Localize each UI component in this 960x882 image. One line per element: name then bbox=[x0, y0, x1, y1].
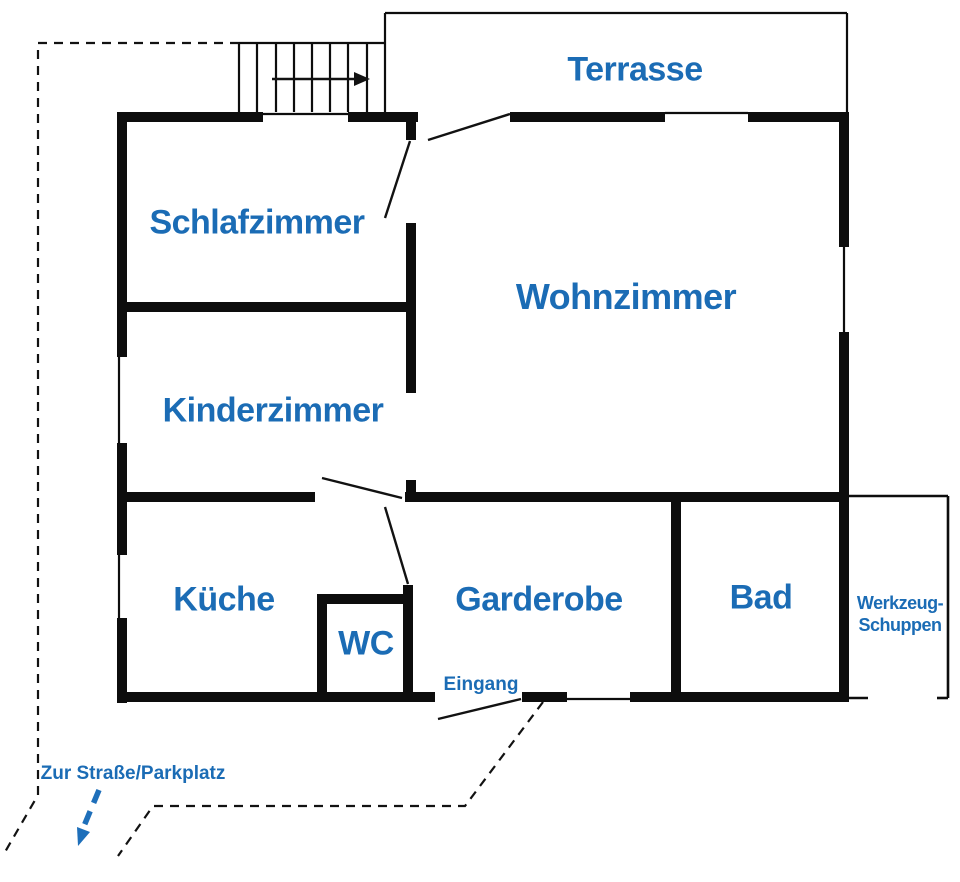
door-leaf-eingang bbox=[437, 697, 522, 721]
windows bbox=[117, 111, 846, 701]
room-label-werkzeug-line2: Schuppen bbox=[858, 615, 942, 635]
door-leaf-schlafzimmer bbox=[383, 140, 412, 219]
street-arrow-head bbox=[77, 827, 90, 846]
annotation-zur-strasse: Zur Straße/Parkplatz bbox=[40, 763, 226, 784]
door-leaf-kinderzimmer bbox=[321, 476, 403, 500]
room-label-bad: Bad bbox=[729, 578, 793, 617]
door-leaves bbox=[321, 112, 522, 721]
door-leaf-terrasse bbox=[427, 112, 511, 142]
terrace-outline bbox=[383, 11, 849, 112]
interior-walls bbox=[117, 114, 849, 700]
street-arrow-shaft bbox=[81, 788, 102, 828]
room-label-schlafzimmer: Schlafzimmer bbox=[149, 203, 365, 242]
staircase bbox=[237, 41, 385, 116]
room-label-garderobe: Garderobe bbox=[455, 580, 623, 619]
room-label-terrasse: Terrasse bbox=[567, 50, 703, 89]
shed-outline bbox=[849, 494, 950, 700]
annotation-eingang: Eingang bbox=[443, 674, 519, 695]
room-label-wc: WC bbox=[338, 624, 394, 663]
stairs-direction-arrow-head bbox=[354, 72, 370, 86]
room-label-kueche: Küche bbox=[173, 580, 275, 619]
room-label-wohnzimmer: Wohnzimmer bbox=[515, 276, 737, 317]
path-from-entrance bbox=[117, 701, 544, 857]
room-label-kinderzimmer: Kinderzimmer bbox=[162, 391, 384, 430]
dashed-paths bbox=[4, 41, 544, 857]
door-leaf-garderobe bbox=[383, 506, 410, 585]
room-label-werkzeugschuppen: Werkzeug- Schuppen bbox=[856, 592, 944, 636]
stairs-treads bbox=[255, 43, 369, 112]
street-arrow bbox=[77, 788, 102, 846]
path-around-house bbox=[4, 41, 239, 853]
room-label-werkzeug-line1: Werkzeug- bbox=[856, 593, 944, 613]
